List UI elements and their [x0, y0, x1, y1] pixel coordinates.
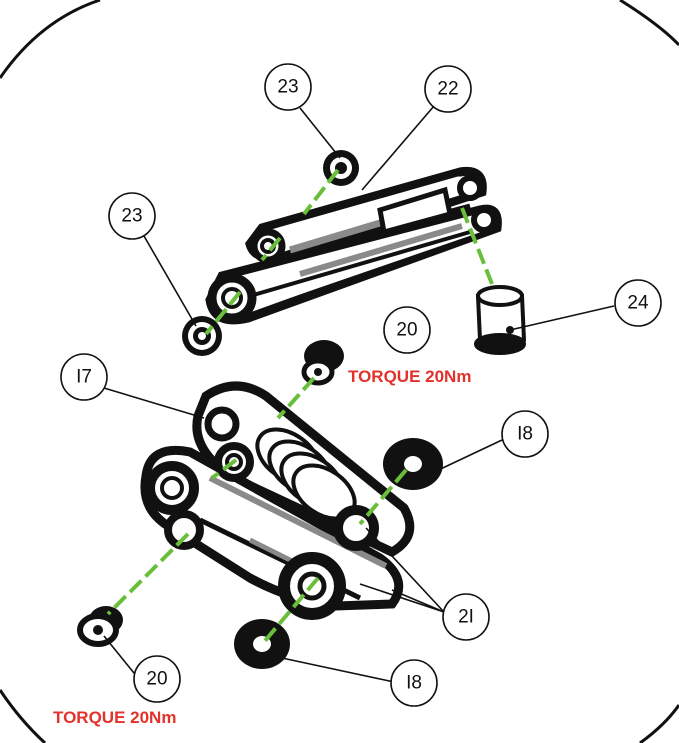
callout-21: 2I: [442, 593, 490, 641]
callout-22: 22: [424, 65, 472, 113]
lower-link-assembly: [140, 381, 415, 620]
callout-leaders: [103, 105, 615, 683]
callout-22-label: 22: [437, 79, 458, 100]
callout-23-left: 23: [108, 192, 156, 240]
upper-link-assembly: [205, 166, 502, 325]
callout-20-top: 20: [383, 306, 431, 354]
bolt-20-bottom: [77, 606, 123, 647]
torque-label-top: TORQUE 20Nm: [348, 367, 471, 386]
callout-21-label: 2I: [458, 607, 474, 628]
callout-24-label: 24: [627, 293, 649, 314]
assembly-axis-lines: [106, 168, 494, 644]
callout-24: 24: [614, 279, 662, 327]
callout-18-bottom: I8: [390, 659, 438, 707]
bearing-23-left: [182, 316, 222, 356]
bolt-20-top: [301, 340, 344, 386]
callout-17-label: I7: [76, 367, 92, 388]
callout-20-top-label: 20: [396, 320, 417, 341]
callout-20-bottom-label: 20: [146, 669, 167, 690]
washer-18-right: [383, 438, 443, 490]
pin-24: [474, 285, 527, 355]
callout-20-bottom: 20: [133, 655, 181, 703]
callout-23-top: 23: [264, 63, 312, 111]
callout-23-top-label: 23: [277, 77, 298, 98]
callout-18-right: I8: [501, 410, 549, 458]
washer-18-bottom: [234, 619, 290, 669]
callout-23-left-label: 23: [121, 206, 142, 227]
callout-17: I7: [60, 353, 108, 401]
torque-label-bottom: TORQUE 20Nm: [53, 708, 176, 727]
callout-18-right-label: I8: [517, 424, 533, 445]
callout-18-bottom-label: I8: [406, 673, 422, 694]
